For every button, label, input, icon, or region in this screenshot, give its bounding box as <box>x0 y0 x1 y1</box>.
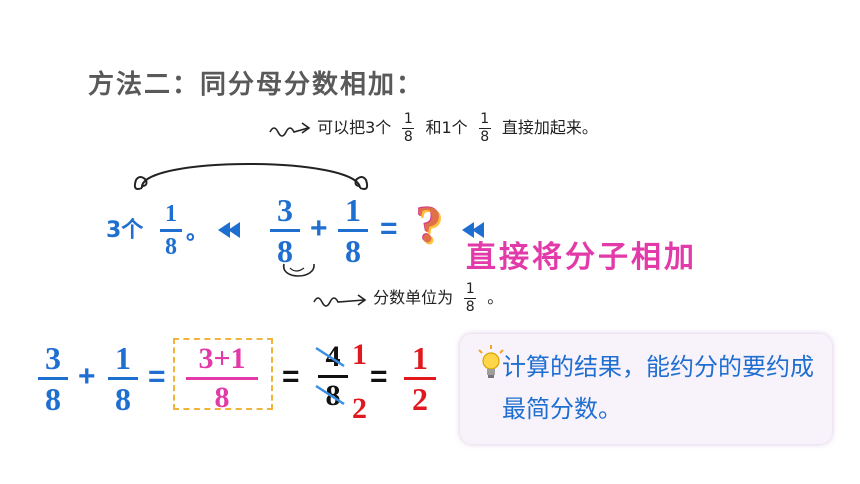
note-top-frac-2-den: 8 <box>480 129 490 145</box>
row2-fraction-a-num: 3 <box>45 340 61 376</box>
boxed-fraction-den: 8 <box>214 381 230 414</box>
result-fraction-den: 2 <box>412 381 428 417</box>
result-fraction-num: 1 <box>412 340 428 376</box>
reduced-numerator: 1 <box>352 338 367 371</box>
note-top-frac-2: 1 8 <box>478 111 491 145</box>
row1-fraction-b-num: 1 <box>345 192 361 228</box>
reduced-denominator: 2 <box>352 392 367 425</box>
double-left-arrow-icon-2 <box>462 222 484 238</box>
page-title: 方法二：同分母分数相加： <box>88 70 425 100</box>
curl-icon <box>283 263 315 277</box>
row1-plus: + <box>310 212 328 245</box>
row2-fraction-a: 3 8 <box>38 342 68 415</box>
row2-fraction-b: 1 8 <box>108 342 138 415</box>
row2-fraction-b-num: 1 <box>115 340 131 376</box>
row2-fraction-b-den: 8 <box>115 381 131 417</box>
row2-equals-1: = <box>148 360 166 393</box>
step-fraction-num: 4 <box>325 340 341 373</box>
row1-equals: = <box>380 212 398 245</box>
note-bottom: 分数单位为 1 8 。 <box>312 282 503 315</box>
note-top-frac-1-num: 1 <box>403 111 413 127</box>
note-top-text-c: 直接加起来。 <box>501 118 598 137</box>
row2-plus: + <box>78 360 96 393</box>
note-bottom-text: 分数单位为 <box>373 288 454 307</box>
row2-equals-3: = <box>370 360 388 393</box>
boxed-fraction-num: 3+1 <box>198 342 246 375</box>
unit-fraction: 1 8 <box>160 202 182 259</box>
row1-fraction-b-den: 8 <box>345 233 361 269</box>
row1-fraction-a-num: 3 <box>277 192 293 228</box>
note-top-frac-2-num: 1 <box>480 111 490 127</box>
question-mark: ? <box>416 197 442 254</box>
step-fraction: 4 8 <box>318 342 348 411</box>
count-text: 3个 <box>106 218 144 243</box>
note-top: 可以把3个 1 8 和1个 1 8 直接加起来。 <box>268 112 598 145</box>
row1-fraction-b: 1 8 <box>338 194 368 267</box>
row1-fraction-a: 3 8 <box>270 194 300 267</box>
boxed-fraction: 3+1 8 <box>186 344 258 413</box>
note-bottom-frac-num: 1 <box>465 281 475 297</box>
note-bottom-frac-den: 8 <box>465 299 475 315</box>
row1-fraction-a-den: 8 <box>277 233 293 269</box>
note-top-text-a: 可以把3个 <box>317 118 392 137</box>
note-bottom-period: 。 <box>487 288 504 307</box>
tip-text: 计算的结果，能约分的要约成最简分数。 <box>502 353 814 423</box>
hint-text: 直接将分子相加 <box>466 240 697 275</box>
unit-fraction-den: 8 <box>165 234 177 260</box>
tip-card: 计算的结果，能约分的要约成最简分数。 <box>460 334 832 444</box>
note-bottom-frac: 1 8 <box>464 281 477 315</box>
squiggle-arrow-icon-2 <box>313 293 367 307</box>
highlight-box <box>173 338 273 410</box>
squiggle-arrow-icon <box>269 121 311 137</box>
count-period: 。 <box>186 220 209 245</box>
strike-lines-icon <box>315 346 345 406</box>
row2-equals-2: = <box>282 360 300 393</box>
unit-fraction-num: 1 <box>165 201 177 227</box>
note-top-text-b: 和1个 <box>425 118 468 137</box>
note-top-frac-1-den: 8 <box>403 129 413 145</box>
note-top-frac-1: 1 8 <box>402 111 415 145</box>
double-left-arrow-icon <box>218 222 240 238</box>
lightbulb-icon <box>478 345 504 378</box>
bracket-arc-icon <box>133 163 369 190</box>
row2-fraction-a-den: 8 <box>45 381 61 417</box>
result-fraction: 1 2 <box>404 342 436 415</box>
